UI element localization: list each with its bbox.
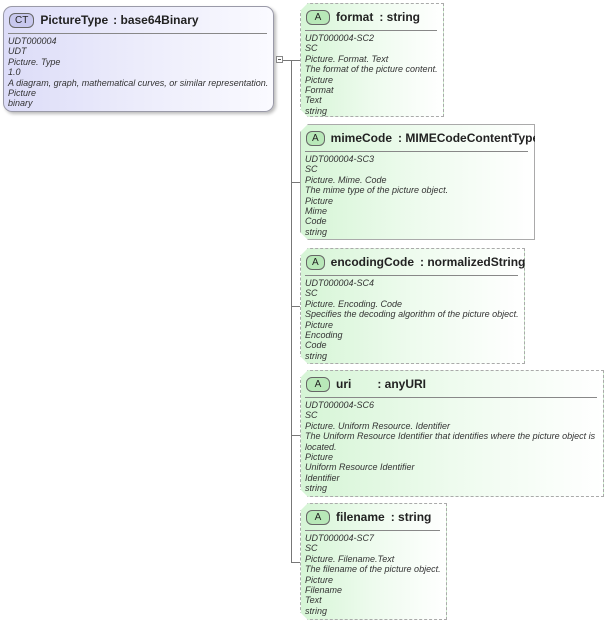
annotation-line: Picture (305, 319, 334, 330)
connector-branch (291, 306, 300, 307)
annotation-line: string (305, 226, 328, 237)
annotation-line: Picture. Format. Text (305, 53, 389, 64)
annotation-line: SC (305, 288, 318, 299)
collapse-toggle-icon[interactable] (276, 56, 283, 63)
annotation-line: UDT000004-SC2 (305, 33, 375, 43)
attribute-name: format (336, 10, 374, 24)
annotation-line: Code (305, 216, 327, 227)
ct-type: : base64Binary (113, 13, 199, 27)
attribute-header: A filename : string (301, 504, 446, 527)
annotation-line: located. (305, 441, 337, 452)
annotation-line: Picture. Encoding. Code (305, 298, 403, 309)
divider (305, 151, 528, 152)
attribute-header: A format : string (301, 4, 443, 27)
annotation-line: string (305, 605, 328, 616)
attribute-type: : MIMECodeContentType (398, 131, 540, 145)
annotation-line: Uniform Resource Identifier (305, 462, 415, 473)
annotation-line: Encoding (305, 330, 343, 341)
annotation-line: Picture. Filename.Text (305, 553, 395, 564)
connector-trunk (291, 60, 292, 563)
annotation-line: Picture (305, 74, 334, 85)
annotation-line: Picture. Type (8, 56, 61, 67)
attribute-header: A mimeCode : MIMECodeContentType (301, 125, 534, 148)
attribute-type: : anyURI (377, 377, 427, 391)
connector-branch (291, 182, 300, 183)
annotation-line: UDT (8, 46, 27, 57)
annotation-line: SC (305, 543, 318, 554)
ct-name: PictureType (40, 13, 109, 27)
attribute-icon: A (306, 377, 330, 392)
annotation-line: string (305, 350, 328, 361)
annotation-line: Code (305, 340, 327, 351)
attribute-header: A uri : anyURI (301, 371, 603, 394)
connector (283, 60, 291, 61)
annotation-line: Picture (305, 574, 334, 585)
annotation-line: Format (305, 85, 334, 96)
ct-header: CT PictureType : base64Binary (4, 7, 273, 30)
connector-branch (291, 435, 300, 436)
annotation-line: UDT000004-SC6 (305, 400, 375, 410)
attribute-mimecode[interactable]: A mimeCode : MIMECodeContentType UDT0000… (300, 124, 535, 240)
divider (305, 30, 437, 31)
connector-branch (291, 60, 300, 61)
annotation-line: SC (305, 164, 318, 175)
annotation-line: Identifier (305, 472, 340, 483)
divider (305, 397, 597, 398)
annotation-line: Text (305, 595, 322, 606)
attribute-icon: A (306, 255, 325, 270)
annotation-line: UDT000004 (8, 36, 57, 46)
attribute-icon: A (306, 131, 325, 146)
divider (305, 275, 518, 276)
attribute-type: : normalizedString (420, 255, 526, 269)
attribute-header: A encodingCode : normalizedString (301, 249, 524, 272)
annotation-line: Specifies the decoding algorithm of the … (305, 309, 519, 320)
complex-type-icon: CT (9, 12, 35, 28)
divider (305, 530, 440, 531)
attribute-encodingcode[interactable]: A encodingCode : normalizedString UDT000… (300, 248, 525, 364)
annotation-line: string (305, 105, 328, 116)
annotation-line: 1.0 (8, 67, 21, 78)
annotation-line: The filename of the picture object. (305, 564, 441, 575)
connector-branch (291, 562, 300, 563)
attribute-name: mimeCode (330, 131, 393, 145)
attribute-name: uri (336, 377, 352, 391)
annotation-line: binary (8, 98, 33, 109)
annotation-line: Picture (305, 452, 334, 463)
annotation-line: Picture. Mime. Code (305, 174, 387, 185)
annotation-line: The Uniform Resource Identifier that ide… (305, 431, 596, 442)
annotation-line: Picture (8, 88, 37, 99)
attribute-type: : string (390, 510, 432, 524)
annotation-line: Text (305, 95, 322, 106)
attribute-type: : string (379, 10, 421, 24)
annotation-line: Picture. Uniform Resource. Identifier (305, 420, 451, 431)
divider (8, 33, 267, 34)
annotation-line: UDT000004-SC7 (305, 533, 375, 543)
annotation-line: Picture (305, 195, 334, 206)
annotation-line: Mime (305, 206, 327, 217)
annotation-line: A diagram, graph, mathematical curves, o… (8, 77, 269, 88)
annotation-line: SC (305, 43, 318, 54)
annotation-line: The mime type of the picture object. (305, 185, 449, 196)
annotation-line: Filename (305, 585, 343, 596)
annotation-line: UDT000004-SC3 (305, 154, 375, 164)
attribute-name: encodingCode (330, 255, 415, 269)
annotation-line: SC (305, 410, 318, 421)
annotation-line: string (305, 483, 328, 494)
attribute-icon: A (306, 10, 330, 25)
annotation-line: The format of the picture content. (305, 64, 438, 75)
attribute-name: filename (336, 510, 385, 524)
annotation-line: UDT000004-SC4 (305, 278, 375, 288)
attribute-icon: A (306, 510, 330, 525)
